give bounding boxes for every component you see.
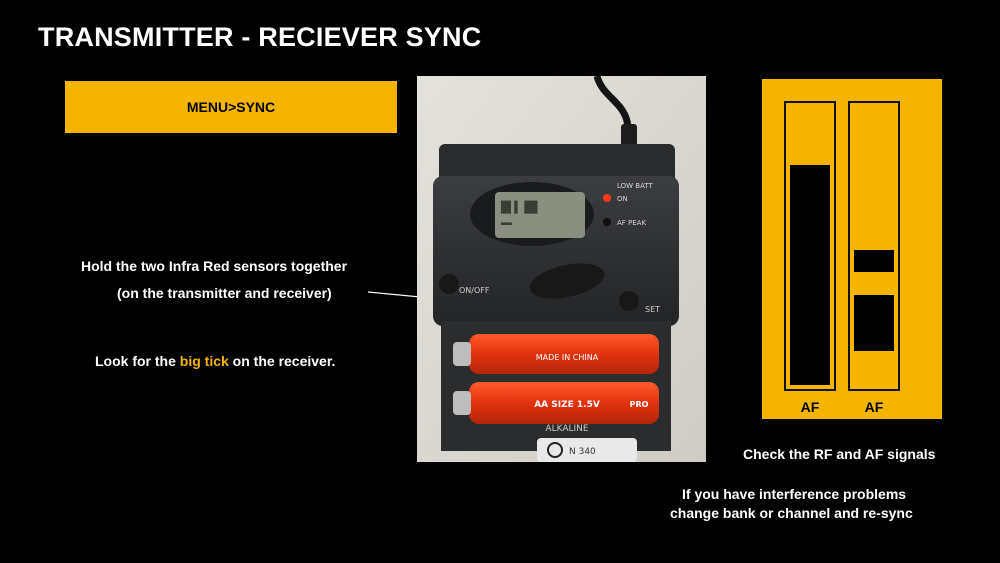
transmitter-photo: █▌▌▐█▌ ▬▬ LOW BATT ON AF PEAK ON/OFF SET… (417, 74, 706, 462)
look-suffix: on the receiver. (228, 353, 336, 369)
left-af-label: AF (800, 399, 820, 415)
interference-text-line2: change bank or channel and re-sync (670, 505, 913, 521)
big-tick-highlight: big tick (179, 353, 229, 369)
right-signal-fill-upper (854, 249, 894, 273)
photo-on-off-label: ON/OFF (459, 286, 490, 295)
signal-meter-panel: AF AF (762, 79, 942, 419)
photo-on-label: ON (617, 195, 628, 203)
battery-brand-label: ALKALINE (545, 424, 588, 434)
photo-low-batt-label: LOW BATT (617, 182, 654, 190)
svg-text:█▌▌▐█▌: █▌▌▐█▌ (500, 200, 541, 214)
look-prefix: Look for the (95, 353, 180, 369)
right-af-label: AF (864, 399, 884, 415)
right-signal-fill-lower (854, 294, 894, 352)
svg-text:▬▬: ▬▬ (501, 219, 512, 229)
check-signals-text: Check the RF and AF signals (743, 446, 936, 462)
photo-set-label: SET (645, 305, 660, 314)
left-signal-fill (790, 165, 830, 385)
hold-sensors-instruction: Hold the two Infra Red sensors together (81, 258, 348, 274)
photo-af-peak-label: AF PEAK (617, 219, 646, 227)
hold-sensors-instruction-detail: (on the transmitter and receiver) (117, 285, 332, 301)
battery-origin-label: MADE IN CHINA (536, 353, 599, 362)
interference-text-line1: If you have interference problems (682, 486, 907, 502)
right-signal-bar (848, 101, 900, 391)
battery-size-label: AA SIZE 1.5V (534, 400, 600, 410)
battery-pro-label: PRO (630, 400, 649, 409)
menu-sync-banner: MENU>SYNC (65, 81, 397, 133)
slide-title: TRANSMITTER - RECIEVER SYNC (38, 22, 482, 52)
left-signal-bar (784, 101, 836, 391)
menu-sync-label: MENU>SYNC (186, 99, 276, 115)
photo-model-label: N 340 (569, 447, 596, 457)
look-for-tick-instruction: Look for the big tick on the receiver. (95, 353, 335, 369)
